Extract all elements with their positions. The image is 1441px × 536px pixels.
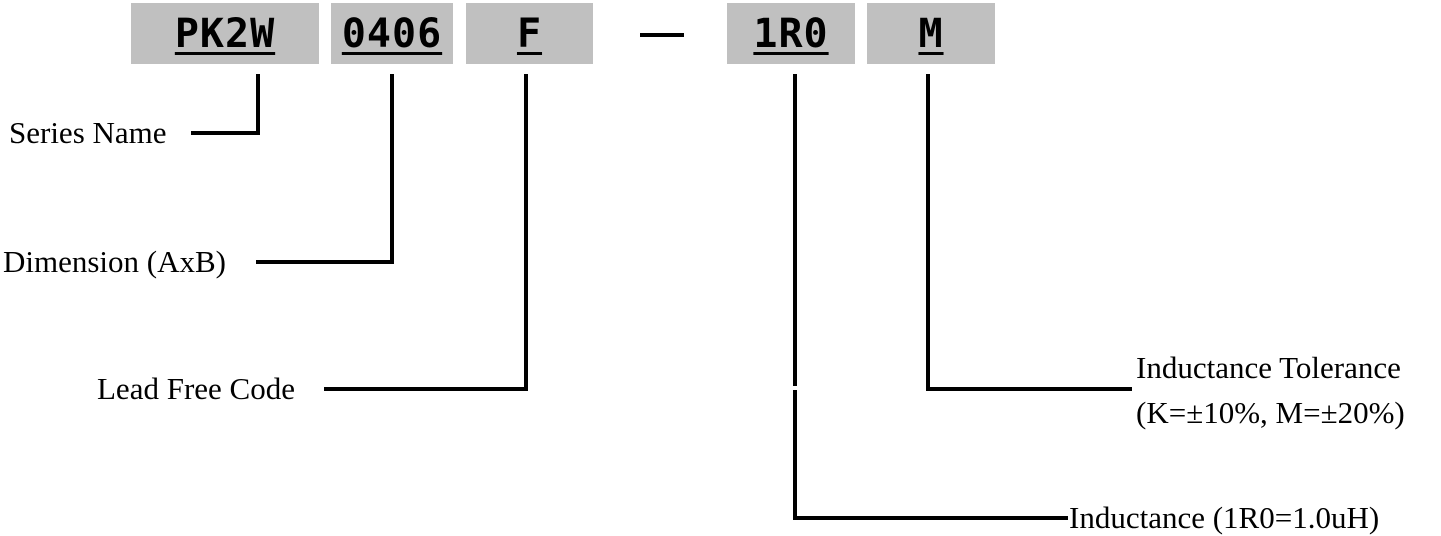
tolerance-code-box: M (867, 3, 995, 64)
tolerance-connector (926, 74, 1132, 391)
inductance-code: 1R0 (753, 10, 829, 57)
inductance-tolerance-values: (K=±10%, M=±20%) (1136, 395, 1405, 430)
lead-free-code-box: F (466, 3, 593, 64)
series-code: PK2W (174, 10, 276, 57)
lead-free-connector (324, 74, 528, 391)
inductance-tolerance-label: Inductance Tolerance (1136, 350, 1401, 385)
dimension-connector (256, 74, 394, 264)
inductance-label: Inductance (1R0=1.0uH) (1069, 500, 1380, 535)
series-code-box: PK2W (131, 3, 319, 64)
separator-dash (640, 33, 684, 37)
dimension-code-box: 0406 (331, 3, 453, 64)
lead-free-code-label: Lead Free Code (97, 371, 295, 406)
series-connector (191, 74, 260, 135)
dimension-code: 0406 (341, 10, 443, 57)
lead-free-code: F (516, 10, 543, 57)
tolerance-code: M (918, 10, 944, 57)
series-name-label: Series Name (9, 115, 167, 150)
inductance-connector-lower (793, 390, 1068, 520)
dimension-label: Dimension (AxB) (3, 244, 227, 279)
inductance-code-box: 1R0 (727, 3, 855, 64)
